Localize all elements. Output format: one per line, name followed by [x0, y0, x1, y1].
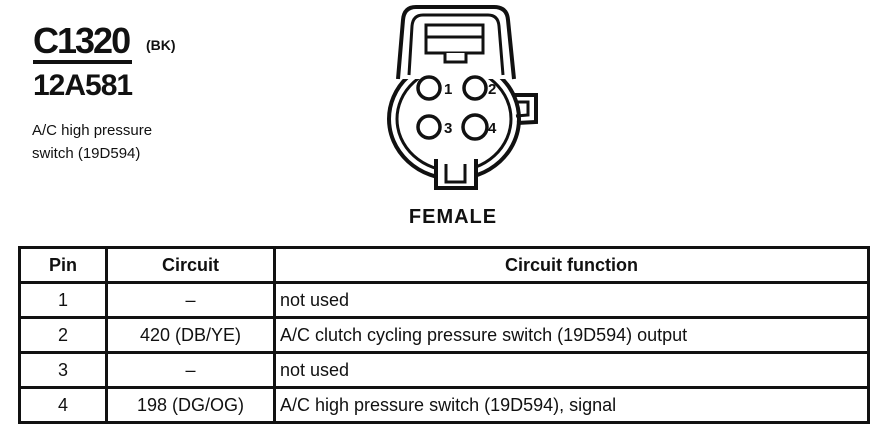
circuit-cell: – — [105, 281, 276, 319]
column-header-pin: Pin — [18, 246, 108, 284]
table-row: 2 420 (DB/YE) A/C clutch cycling pressur… — [18, 316, 870, 354]
pin-4-cavity — [461, 113, 489, 141]
top-latch-inner — [407, 13, 505, 76]
pinout-table-container: Pin Circuit Circuit function 1 – not use… — [18, 246, 870, 424]
pin-4-number: 4 — [488, 120, 497, 137]
pin-cell: 2 — [18, 316, 108, 354]
latch-catch — [443, 53, 468, 64]
bottom-tab-inner — [444, 164, 467, 184]
connector-gender-label: FEMALE — [408, 206, 498, 228]
pin-1-cavity — [416, 75, 442, 101]
connector-id-underline — [33, 60, 132, 64]
circuit-function-cell: not used — [273, 281, 870, 319]
circuit-function-cell: A/C clutch cycling pressure switch (19D5… — [273, 316, 870, 354]
pin-2-number: 2 — [488, 81, 496, 98]
pin-3-cavity — [416, 114, 442, 140]
pin-cell: 1 — [18, 281, 108, 319]
connector-face-icon: 1 2 3 4 — [387, 5, 538, 190]
pinout-table: Pin Circuit Circuit function 1 – not use… — [18, 246, 870, 424]
circuit-cell: 198 (DG/OG) — [105, 386, 276, 424]
description-line-1: A/C high pressure — [32, 122, 153, 139]
circuit-cell: – — [105, 351, 276, 389]
table-row: 3 – not used — [18, 351, 870, 389]
pin-1-number: 1 — [444, 81, 452, 98]
part-number: 12A581 — [33, 69, 133, 102]
table-row: 1 – not used — [18, 281, 870, 319]
description-line-2: switch (19D594) — [32, 145, 141, 162]
table-row: 4 198 (DG/OG) A/C high pressure switch (… — [18, 386, 870, 424]
circuit-function-cell: not used — [273, 351, 870, 389]
circuit-cell: 420 (DB/YE) — [105, 316, 276, 354]
circuit-function-cell: A/C high pressure switch (19D594), signa… — [273, 386, 870, 424]
connector-face-figure: 1 2 3 4 — [378, 2, 546, 196]
connector-color-code: (BK) — [146, 37, 176, 53]
top-latch-outer — [396, 5, 516, 80]
latch-window — [424, 23, 485, 55]
connector-description: A/C high pressure switch (19D594) — [32, 119, 152, 165]
column-header-circuit-function: Circuit function — [273, 246, 870, 284]
table-header-row: Pin Circuit Circuit function — [18, 246, 870, 284]
right-keyway-inner — [515, 100, 530, 118]
column-header-circuit: Circuit — [105, 246, 276, 284]
right-keyway-outer — [514, 93, 538, 125]
bottom-tab-mask — [436, 159, 476, 188]
pin-cell: 4 — [18, 386, 108, 424]
pin-cell: 3 — [18, 351, 108, 389]
pin-2-cavity — [462, 75, 488, 101]
pin-3-number: 3 — [444, 120, 452, 137]
connector-id: C1320 — [33, 20, 131, 61]
bottom-tab-outer — [434, 159, 478, 190]
